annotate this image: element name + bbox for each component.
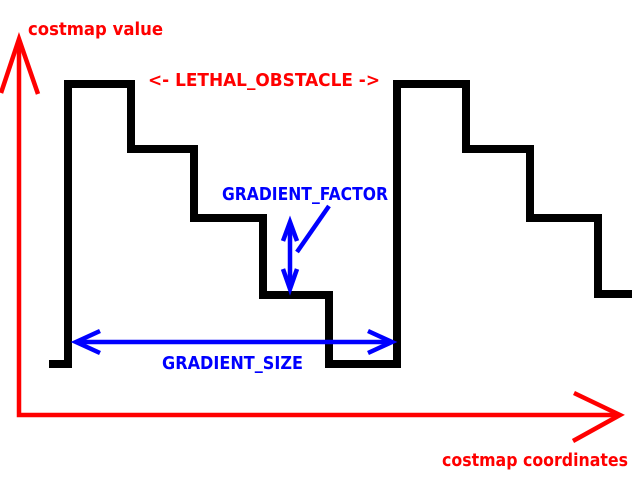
gradient-factor-callout-line xyxy=(295,204,331,254)
gradient-factor-arrowhead-down-icon xyxy=(280,268,300,296)
gradient-factor-label: GRADIENT_FACTOR xyxy=(222,184,388,205)
gradient-size-arrowhead-right-icon xyxy=(367,328,398,356)
y-axis-label: costmap value xyxy=(28,19,163,40)
y-axis-arrowhead-icon xyxy=(0,31,41,95)
axes-group xyxy=(0,31,625,443)
gradient-factor-arrowhead-up-icon xyxy=(280,215,300,242)
lethal-obstacle-label: <- LETHAL_OBSTACLE -> xyxy=(148,70,380,91)
gradient-size-arrow-group xyxy=(70,328,398,356)
x-axis-arrowhead-icon xyxy=(571,390,625,443)
gradient-size-arrowhead-left-icon xyxy=(70,328,101,356)
axis-lines xyxy=(16,40,618,418)
x-axis-label: costmap coordinates xyxy=(442,450,628,471)
gradient-size-label: GRADIENT_SIZE xyxy=(162,353,303,374)
costmap-step-profile xyxy=(49,80,632,368)
gradient-factor-arrow-group xyxy=(280,204,331,296)
